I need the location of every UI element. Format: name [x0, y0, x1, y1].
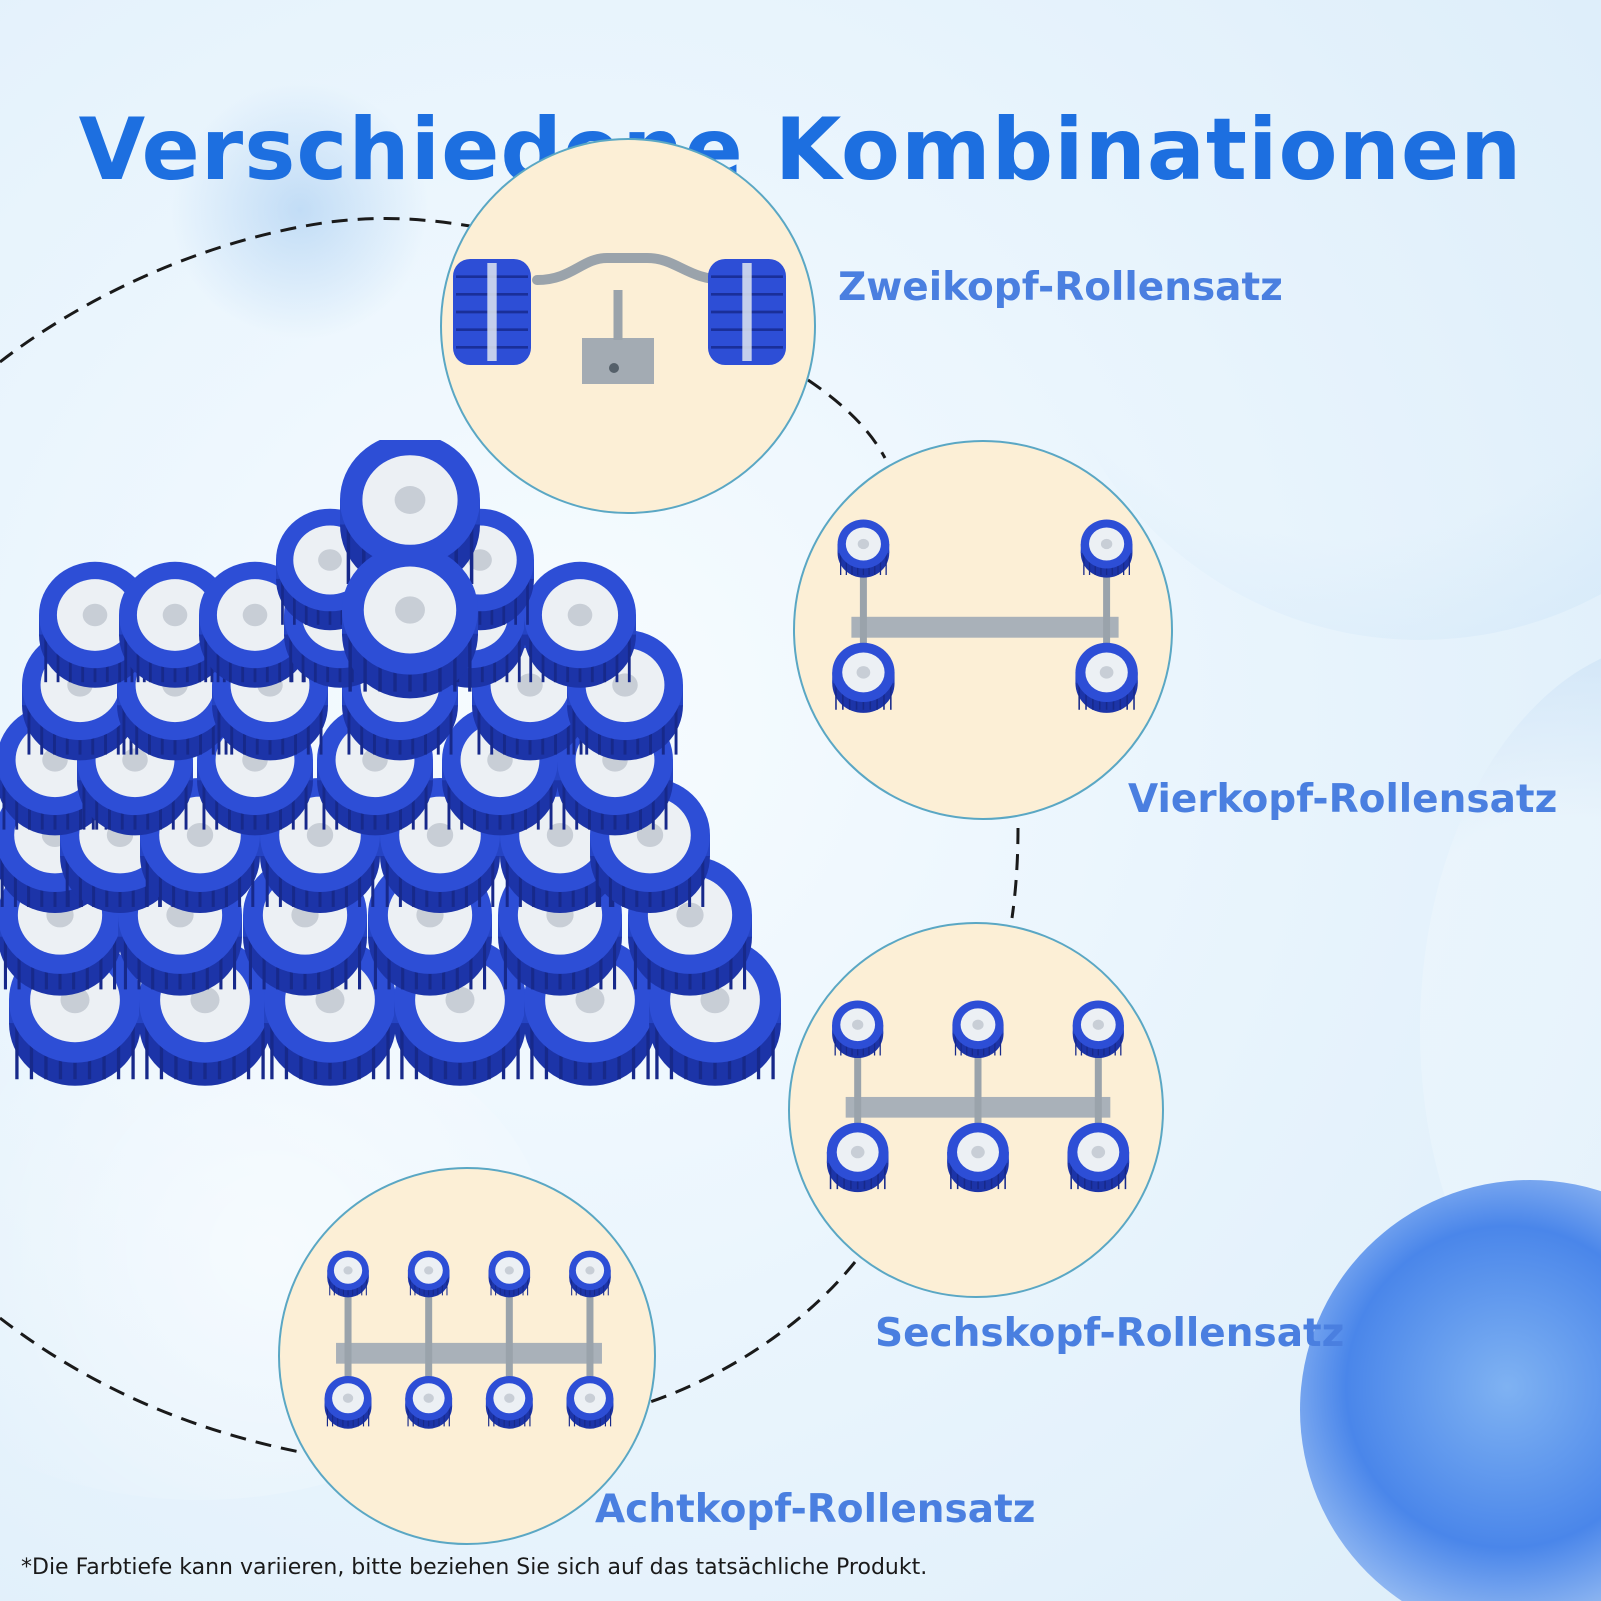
roller: [407, 1250, 450, 1298]
roller: [837, 519, 890, 578]
combination-circle-two: [440, 138, 816, 514]
label-four-roller-set: Vierkopf-Rollensatz: [1128, 777, 1558, 822]
eight-roller-set-image: [324, 1250, 614, 1429]
label-six-roller-set: Sechskopf-Rollensatz: [875, 1311, 1345, 1356]
roller: [566, 1375, 614, 1429]
four-roller-set-image: [832, 519, 1138, 713]
roller: [832, 1000, 884, 1059]
footnote: *Die Farbtiefe kann variieren, bitte bez…: [21, 1555, 928, 1580]
mount-bracket: [582, 338, 654, 384]
combination-circle-six: [788, 922, 1164, 1298]
axle-bar: [532, 253, 732, 285]
combination-circle-four: [793, 440, 1173, 820]
crossbar: [336, 1342, 602, 1364]
background-bubble: [170, 80, 430, 340]
roller: [1075, 642, 1138, 713]
roller: [1067, 1122, 1130, 1193]
roller: [485, 1375, 533, 1429]
combination-circle-eight: [278, 1167, 656, 1545]
roller: [1080, 519, 1133, 578]
roller: [324, 1375, 372, 1429]
crossbar: [851, 616, 1119, 638]
roller: [327, 1250, 369, 1298]
label-two-roller-set: Zweikopf-Rollensatz: [838, 265, 1283, 310]
roller-pile-image: [0, 440, 781, 1086]
roller: [453, 259, 531, 365]
roller: [947, 1122, 1009, 1193]
roller: [826, 1122, 889, 1193]
roller: [832, 642, 895, 713]
two-roller-set-image: [453, 253, 786, 384]
roller: [569, 1250, 611, 1298]
roller: [952, 1000, 1004, 1059]
six-roller-set-image: [826, 1000, 1130, 1193]
roller: [488, 1250, 531, 1298]
roller: [405, 1375, 453, 1429]
roller: [524, 561, 636, 688]
roller: [342, 545, 478, 699]
roller: [1072, 1000, 1124, 1059]
roller: [708, 259, 786, 365]
label-eight-roller-set: Achtkopf-Rollensatz: [595, 1487, 1036, 1532]
page-title: Verschiedene Kombinationen: [78, 99, 1523, 200]
